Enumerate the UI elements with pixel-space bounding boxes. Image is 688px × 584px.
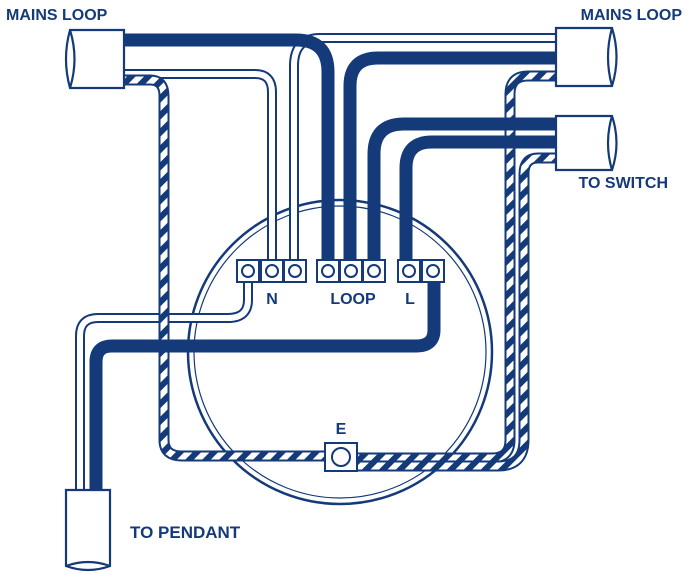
earth-wires — [122, 70, 560, 472]
cable-mains-loop-left — [64, 28, 126, 90]
terminal-block-live — [397, 259, 445, 283]
live-wires — [89, 33, 560, 492]
cable-sheaths — [64, 26, 618, 572]
label-to-switch: TO SWITCH — [579, 175, 668, 192]
label-terminal-loop: LOOP — [330, 291, 376, 308]
label-terminal-n: N — [266, 291, 278, 308]
label-mains-loop-right: MAINS LOOP — [581, 7, 683, 24]
label-terminal-l: L — [405, 291, 415, 308]
label-terminal-e: E — [336, 421, 347, 438]
label-to-pendant: TO PENDANT — [130, 523, 241, 542]
terminal-earth — [324, 442, 358, 472]
label-mains-loop-left: MAINS LOOP — [6, 7, 108, 24]
terminal-block-neutral — [236, 259, 307, 283]
terminal-blocks — [236, 259, 445, 472]
terminal-block-loop — [316, 259, 386, 283]
cable-to-pendant — [64, 488, 112, 572]
